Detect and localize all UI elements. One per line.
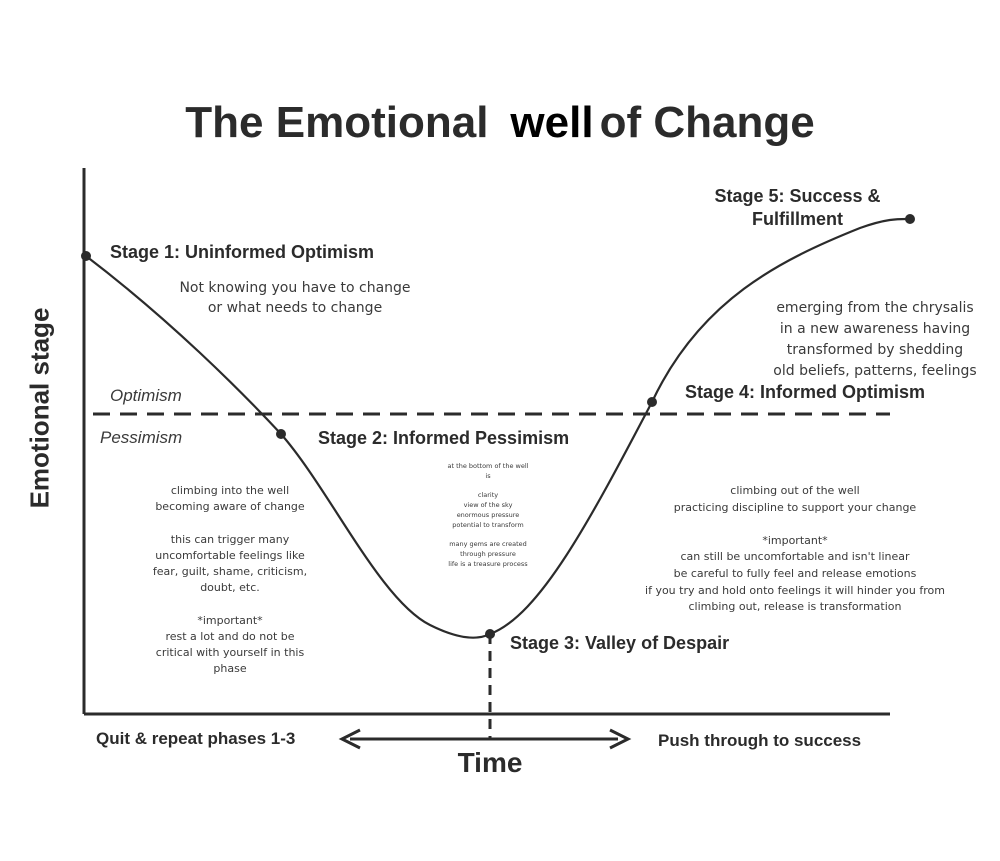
- time-arrow-right-head: [609, 728, 632, 750]
- well-note-line: [420, 531, 556, 541]
- left-note-line: fear, guilt, shame, criticism,: [152, 565, 308, 579]
- stage5-note-line: emerging from the chrysalis: [776, 300, 974, 316]
- well-note-line: is: [485, 471, 491, 480]
- left-phase-notes: climbing into the well becoming aware of…: [120, 483, 340, 677]
- pessimism-label: Pessimism: [100, 428, 183, 447]
- stage5-notes: emerging from the chrysalis in a new awa…: [760, 298, 990, 382]
- left-note-line: climbing into the well: [170, 484, 290, 497]
- stage4-title: Stage 4: Informed Optimism: [685, 382, 926, 402]
- stage1-note-line: Not knowing you have to change: [179, 280, 411, 296]
- stage5-dot: [905, 214, 915, 224]
- left-note-line: critical with yourself in this: [155, 646, 305, 660]
- left-note-line: becoming aware of change: [155, 500, 305, 514]
- quit-label: Quit & repeat phases 1-3: [96, 729, 296, 748]
- stage3-dot: [485, 629, 495, 639]
- right-phase-notes: climbing out of the well practicing disc…: [630, 483, 960, 616]
- stage1-dot: [81, 251, 91, 261]
- well-note-line: life is a treasure process: [448, 559, 528, 568]
- right-note-line: *important*: [762, 533, 828, 547]
- optimism-label: Optimism: [110, 386, 182, 405]
- right-note-line: can still be uncomfortable and isn't lin…: [680, 550, 910, 564]
- stage5-note-line: in a new awareness having: [779, 321, 971, 337]
- well-note-line: [420, 482, 556, 492]
- right-note-line: be careful to fully feel and release emo…: [673, 566, 917, 580]
- left-note-line: *important*: [197, 613, 263, 627]
- right-note-line: climbing out, release is transformation: [688, 600, 902, 614]
- left-note-line: uncomfortable feelings like: [155, 548, 305, 562]
- stage2-dot: [276, 429, 286, 439]
- stage1-title: Stage 1: Uninformed Optimism: [110, 242, 375, 262]
- right-note-line: if you try and hold onto feelings it wil…: [645, 583, 945, 597]
- left-note-line: this can trigger many: [170, 532, 290, 546]
- left-note-line: phase: [213, 662, 247, 676]
- stage3-title: Stage 3: Valley of Despair: [510, 633, 730, 653]
- title-prefix: The Emotional: [185, 98, 489, 147]
- well-note-line: many gems are created: [449, 540, 527, 549]
- left-note-line: [120, 515, 340, 531]
- well-note-line: through pressure: [460, 550, 516, 559]
- stage5-title: Stage 5: Success & Fulfillment: [690, 185, 905, 231]
- well-note-line: view of the sky: [463, 501, 513, 510]
- left-note-line: rest a lot and do not be: [165, 629, 295, 643]
- push-through-label: Push through to success: [658, 731, 862, 750]
- right-note-line: practicing discipline to support your ch…: [673, 500, 917, 514]
- y-axis-label: Emotional stage: [24, 307, 55, 509]
- stage5-note-line: transformed by shedding: [786, 342, 964, 358]
- stage5-note-line: old beliefs, patterns, feelings: [773, 363, 977, 379]
- well-note-line: clarity: [477, 491, 499, 500]
- stage1-note-line: or what needs to change: [207, 300, 383, 316]
- time-arrow-left-head: [338, 728, 361, 750]
- x-axis-label: Time: [457, 747, 523, 778]
- title-suffix: of Change: [599, 98, 815, 147]
- stage1-notes: Not knowing you have to change or what n…: [150, 278, 440, 318]
- stage2-title: Stage 2: Informed Pessimism: [318, 428, 570, 448]
- left-note-line: [120, 596, 340, 612]
- well-note-line: potential to transform: [452, 520, 524, 529]
- right-note-line: climbing out of the well: [730, 484, 860, 497]
- well-bottom-notes: at the bottom of the well is clarity vie…: [420, 462, 556, 570]
- stage5-title-line: Fulfillment: [752, 209, 843, 229]
- title-highlight: well: [510, 98, 594, 147]
- left-note-line: doubt, etc.: [200, 581, 260, 595]
- right-note-line: [630, 516, 960, 533]
- stage5-title-line: Stage 5: Success &: [714, 186, 881, 206]
- well-note-line: at the bottom of the well: [447, 462, 529, 470]
- well-note-line: enormous pressure: [456, 510, 520, 519]
- stage4-dot: [647, 397, 657, 407]
